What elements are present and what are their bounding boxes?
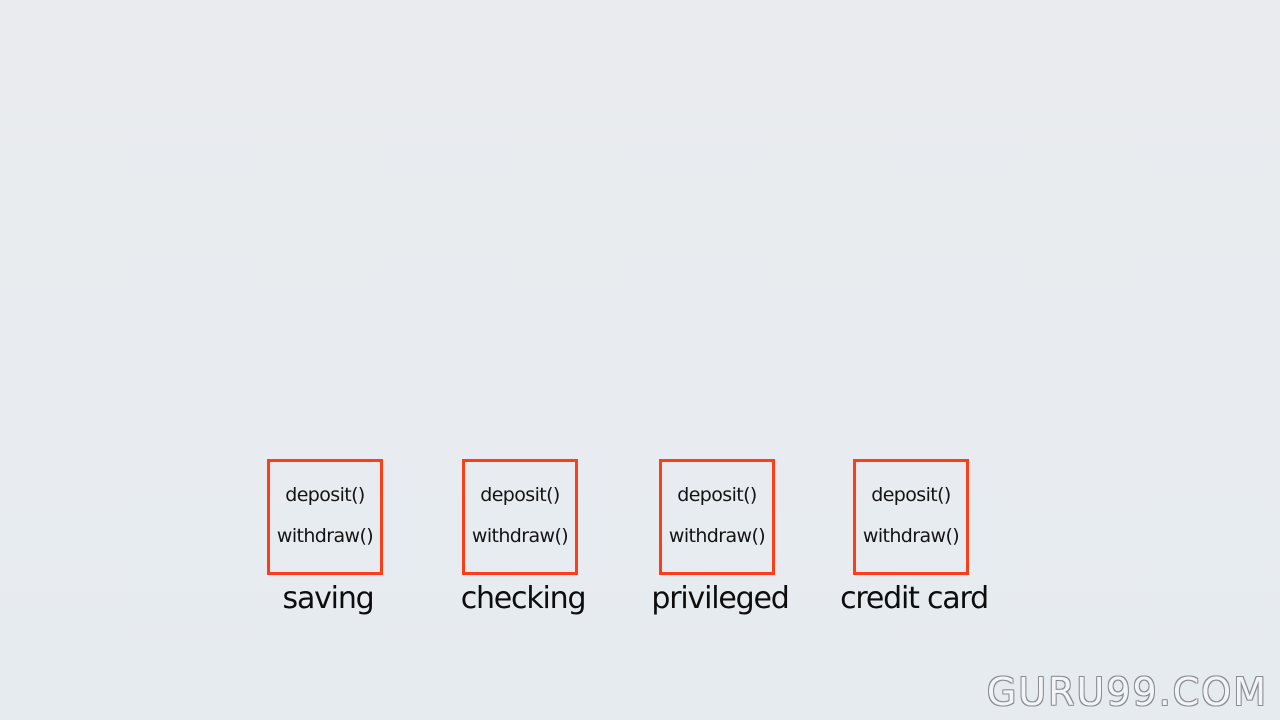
- account-privileged: deposit() withdraw() privileged: [635, 459, 805, 624]
- class-box: deposit() withdraw(): [659, 459, 775, 575]
- method-withdraw: withdraw(): [668, 525, 766, 547]
- class-box: deposit() withdraw(): [267, 459, 383, 575]
- account-label: credit card: [840, 581, 989, 616]
- account-label: saving: [282, 581, 375, 616]
- watermark-logo: GURU99.COM: [986, 670, 1268, 714]
- account-label: checking: [460, 581, 587, 616]
- method-withdraw: withdraw(): [862, 525, 960, 547]
- account-credit-card: deposit() withdraw() credit card: [829, 459, 999, 624]
- account-label: privileged: [651, 581, 789, 616]
- method-deposit: deposit(): [677, 484, 757, 506]
- method-deposit: deposit(): [480, 484, 560, 506]
- method-deposit: deposit(): [871, 484, 951, 506]
- class-box: deposit() withdraw(): [853, 459, 969, 575]
- account-checking: deposit() withdraw() checking: [438, 459, 608, 624]
- account-saving: deposit() withdraw() saving: [243, 459, 413, 624]
- method-withdraw: withdraw(): [471, 525, 569, 547]
- method-withdraw: withdraw(): [276, 525, 374, 547]
- method-deposit: deposit(): [285, 484, 365, 506]
- class-box: deposit() withdraw(): [462, 459, 578, 575]
